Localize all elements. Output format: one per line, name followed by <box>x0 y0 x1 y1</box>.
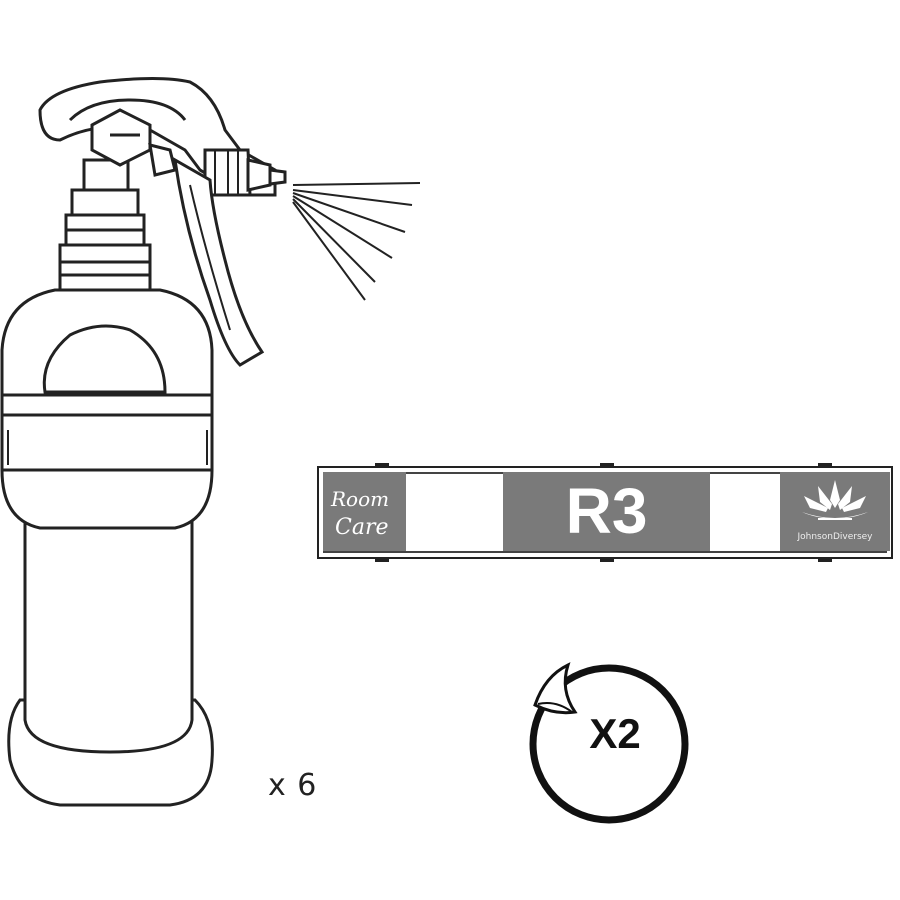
manufacturer-name: JohnsonDiversey <box>797 532 873 542</box>
sticker-icon <box>529 662 689 824</box>
spray-bottle <box>0 158 214 807</box>
svg-text:Room: Room <box>330 487 389 511</box>
room-care-logo-art: Room Care <box>330 487 389 540</box>
johnsondiversey-logo <box>780 472 890 551</box>
label-tabs <box>375 463 832 562</box>
quantity-label: x 6 <box>268 768 318 803</box>
spray-mist <box>292 182 421 301</box>
trigger-sprayer <box>38 77 287 367</box>
sticker-count: X2 <box>589 710 641 757</box>
svg-text:Care: Care <box>335 515 389 540</box>
room-care-logo: Room Care <box>323 472 406 551</box>
product-code: R3 <box>503 472 710 551</box>
lotus-icon <box>802 480 868 520</box>
